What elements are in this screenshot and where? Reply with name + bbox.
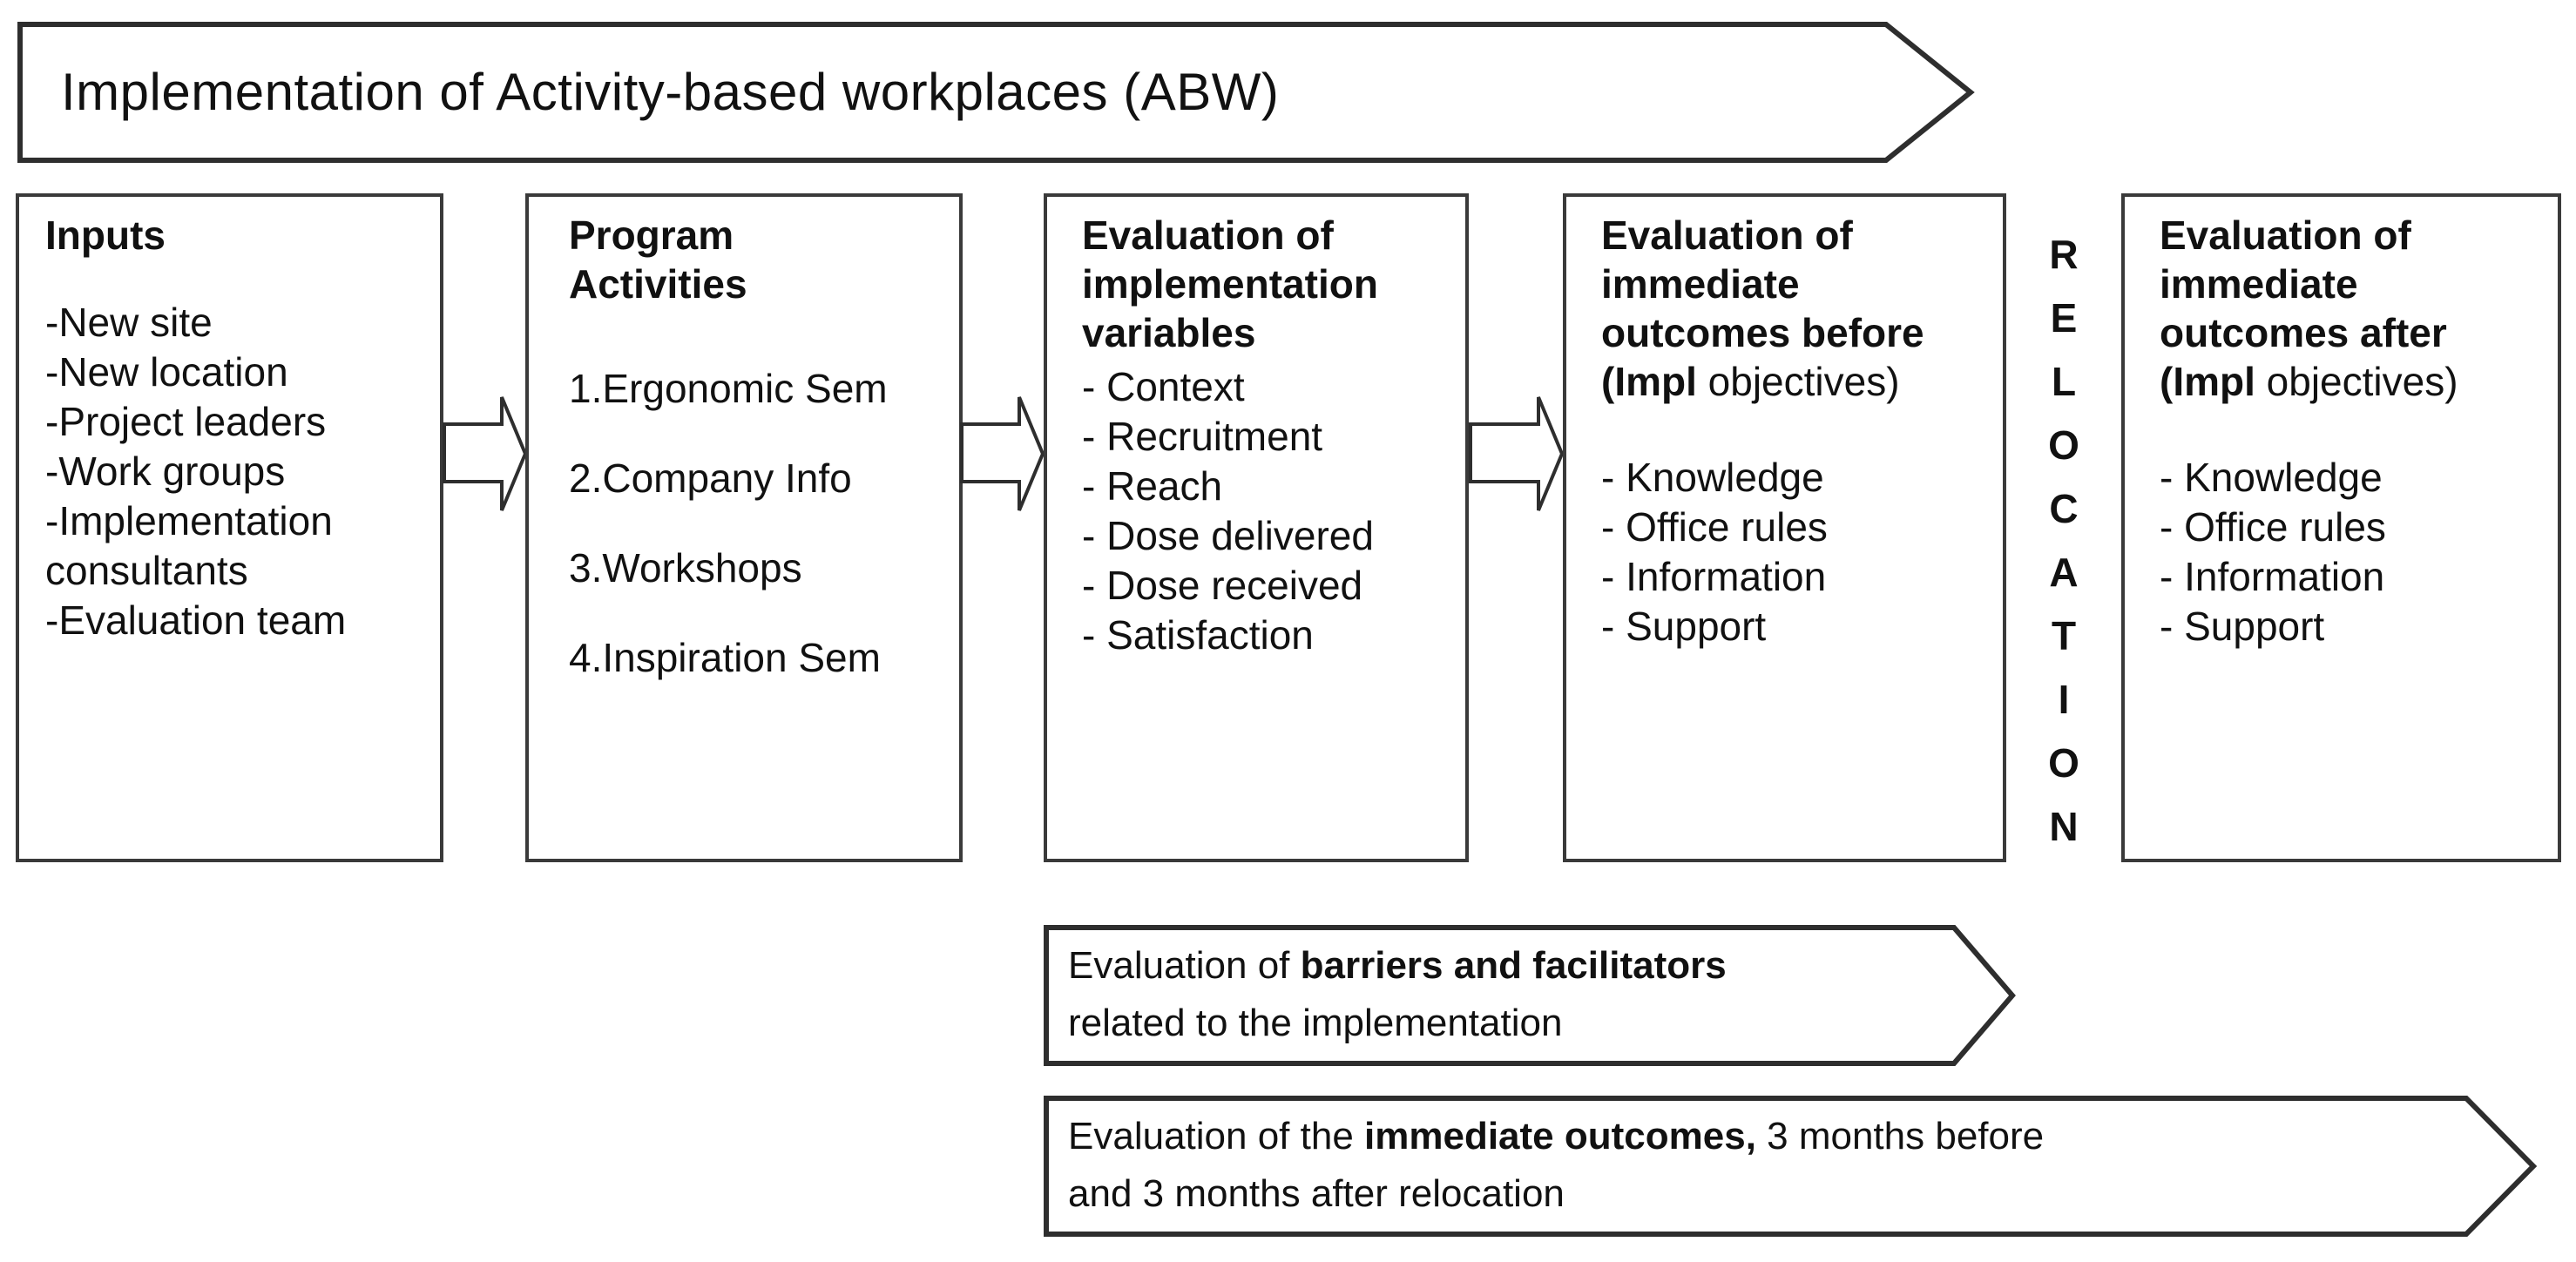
box-program-activities-list: 1.Ergonomic Sem 2.Company Info 3.Worksho… xyxy=(569,364,950,683)
relocation-letter: R xyxy=(2049,232,2079,277)
relocation-letter: O xyxy=(2048,422,2079,468)
block-arrow-inputs-to-activities xyxy=(443,396,528,511)
list-item: - Office rules xyxy=(1601,504,1828,550)
label-suffix: 3 months before xyxy=(1755,1115,2045,1157)
list-item: 1.Ergonomic Sem xyxy=(569,366,888,411)
box-outcomes-after-list: - Knowledge - Office rules - Information… xyxy=(2160,453,2549,651)
subtitle-bold: (Impl xyxy=(1601,359,1697,404)
box-inputs: Inputs -New site -New location -Project … xyxy=(16,193,443,862)
list-item: 3.Workshops xyxy=(569,545,802,591)
relocation-letter: T xyxy=(2051,613,2077,658)
box-program-activities-title: Program Activities xyxy=(569,213,747,307)
list-item: - Reach xyxy=(1082,463,1223,509)
relocation-letter: A xyxy=(2049,550,2079,595)
list-item: - Dose delivered xyxy=(1082,513,1374,558)
list-item: -Work groups xyxy=(45,449,286,494)
list-item: 4.Inspiration Sem xyxy=(569,635,881,680)
box-implvars-title: Evaluation of implementation variables xyxy=(1082,213,1378,355)
list-item: - Knowledge xyxy=(2160,455,2383,500)
relocation-letter: N xyxy=(2049,804,2079,849)
relocation-letter: L xyxy=(2051,359,2077,404)
list-item: - Recruitment xyxy=(1082,414,1323,459)
list-item: -Evaluation team xyxy=(45,597,347,643)
list-item: - Support xyxy=(2160,604,2325,649)
banner-immediate-outcomes-timeline-shape xyxy=(1044,1096,2538,1237)
list-item: - Satisfaction xyxy=(1082,612,1314,658)
arrow-label-line2: related to the implementation xyxy=(1068,1002,1563,1044)
box-outcomes-after-title: Evaluation of immediate outcomes after xyxy=(2160,213,2447,355)
arrow-label-line2: and 3 months after relocation xyxy=(1068,1172,1565,1215)
box-outcomes-before-list: - Knowledge - Office rules - Information… xyxy=(1601,453,1994,651)
relocation-letter: C xyxy=(2049,486,2079,531)
label-prefix: Evaluation of the xyxy=(1068,1115,1365,1157)
list-item: -New location xyxy=(45,349,288,395)
block-arrow-activities-to-implvars xyxy=(960,396,1045,511)
list-item: -Project leaders xyxy=(45,399,327,444)
list-item: -Implementation consultants xyxy=(45,498,333,593)
list-item: -New site xyxy=(45,300,213,345)
subtitle-bold: (Impl xyxy=(2160,359,2255,404)
subtitle-regular: objectives) xyxy=(2255,359,2458,404)
box-inputs-title: Inputs xyxy=(45,213,166,258)
list-item: - Context xyxy=(1082,364,1245,409)
subtitle-regular: objectives) xyxy=(1696,359,1900,404)
list-item: - Information xyxy=(2160,554,2385,599)
box-evaluation-implementation-variables: Evaluation of implementation variables -… xyxy=(1044,193,1469,862)
list-item: - Dose received xyxy=(1082,563,1363,608)
box-evaluation-immediate-outcomes-before: Evaluation of immediate outcomes before … xyxy=(1563,193,2006,862)
relocation-letter: O xyxy=(2048,740,2079,786)
relocation-letter: I xyxy=(2058,677,2070,722)
banner-title: Implementation of Activity-based workpla… xyxy=(61,62,1280,121)
list-item: - Office rules xyxy=(2160,504,2386,550)
banner-barriers-facilitators-shape xyxy=(1044,925,2016,1066)
box-outcomes-before-subtitle: (Impl objectives) xyxy=(1601,357,1994,406)
list-item: 2.Company Info xyxy=(569,456,852,501)
banner-immediate-outcomes-timeline-text: Evaluation of the immediate outcomes, 3 … xyxy=(1068,1108,2044,1223)
banner-barriers-facilitators-text: Evaluation of barriers and facilitators … xyxy=(1068,937,1727,1052)
block-arrow-implvars-to-outcomes-before xyxy=(1469,396,1565,511)
box-evaluation-immediate-outcomes-after: Evaluation of immediate outcomes after (… xyxy=(2121,193,2561,862)
list-item: - Knowledge xyxy=(1601,455,1824,500)
process-banner-arrow-shape xyxy=(17,22,1975,163)
list-item: - Information xyxy=(1601,554,1827,599)
arrow-label-line1: Evaluation of barriers and facilitators xyxy=(1068,937,1727,995)
relocation-label: R E L O C A T I O N xyxy=(2016,223,2112,859)
label-bold: barriers and facilitators xyxy=(1300,944,1727,987)
label-prefix: Evaluation of xyxy=(1068,944,1301,987)
box-outcomes-before-title: Evaluation of immediate outcomes before xyxy=(1601,213,1924,355)
box-outcomes-after-subtitle: (Impl objectives) xyxy=(2160,357,2549,406)
box-program-activities: Program Activities 1.Ergonomic Sem 2.Com… xyxy=(525,193,963,862)
list-item: - Support xyxy=(1601,604,1767,649)
relocation-letter: E xyxy=(2050,295,2078,341)
box-inputs-list: -New site -New location -Project leaders… xyxy=(45,298,431,645)
box-implvars-list: - Context - Recruitment - Reach - Dose d… xyxy=(1082,362,1457,660)
label-bold: immediate outcomes, xyxy=(1364,1115,1756,1157)
arrow-label-line1: Evaluation of the immediate outcomes, 3 … xyxy=(1068,1108,2044,1165)
